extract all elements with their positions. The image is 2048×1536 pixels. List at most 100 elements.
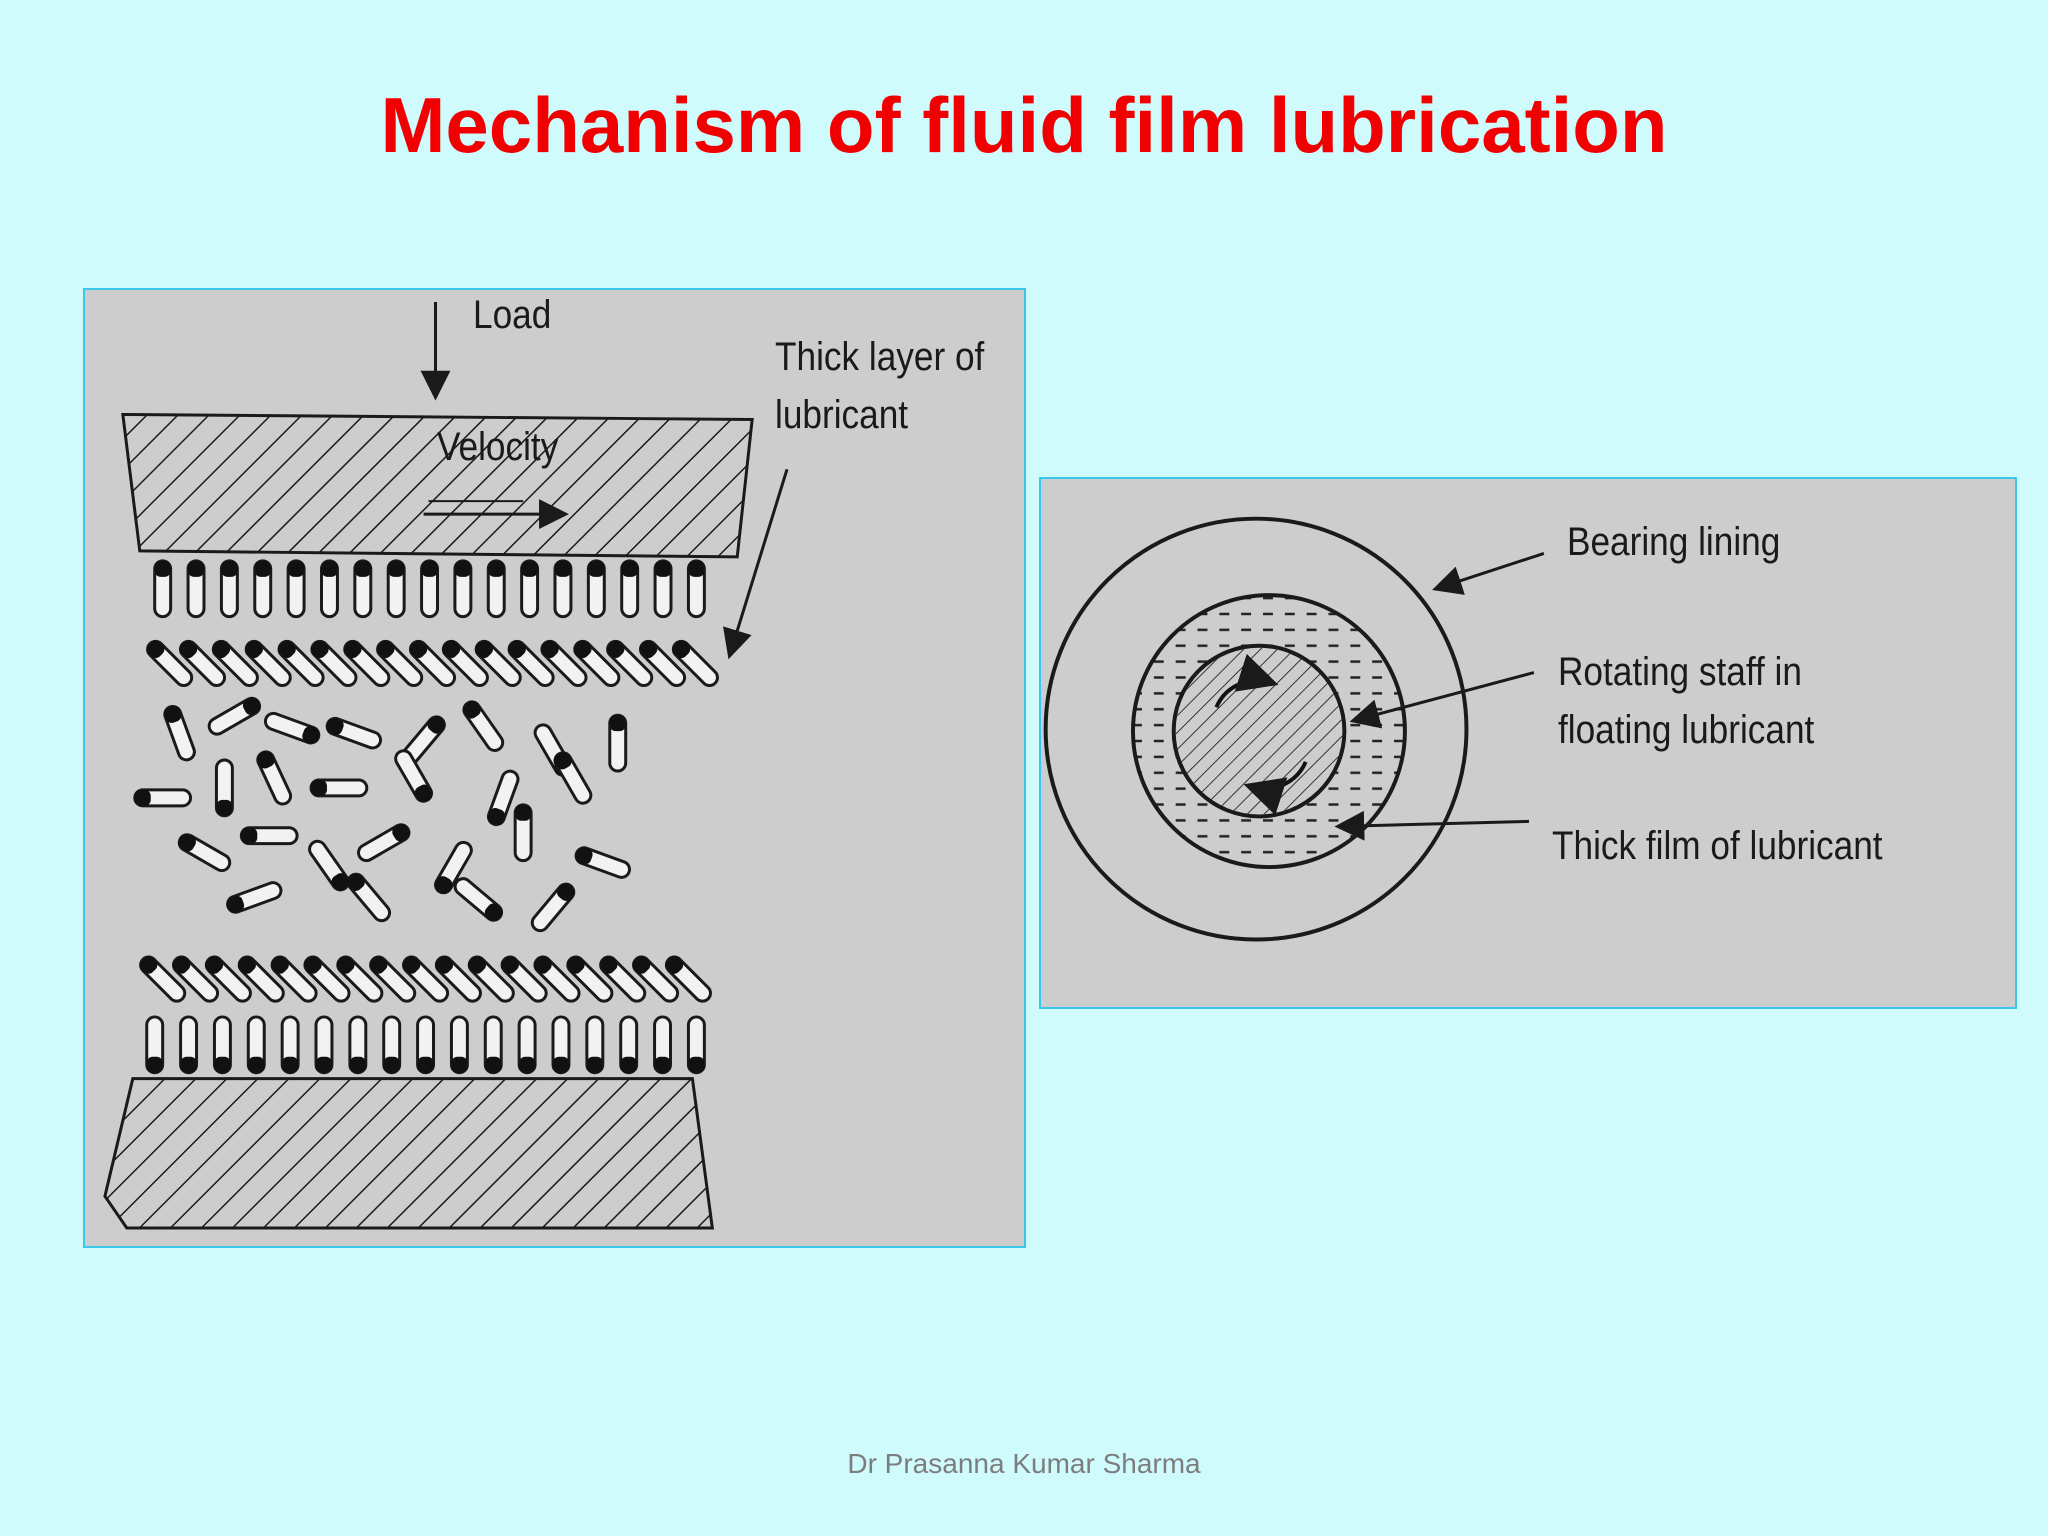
- lubricant-molecule: [325, 716, 383, 750]
- lubricant-molecule: [394, 749, 434, 803]
- lubricant-molecule: [408, 639, 457, 687]
- lubricant-molecule: [620, 559, 640, 619]
- lubricant-molecule: [483, 1015, 503, 1075]
- lubricant-molecule: [353, 559, 373, 619]
- lubricant-molecule: [163, 704, 196, 762]
- lubricant-molecule: [133, 788, 193, 808]
- lubricant-molecule: [585, 1015, 605, 1075]
- lubricant-molecule: [346, 872, 392, 923]
- lubricant-molecule: [402, 955, 450, 1003]
- lubricant-molecule: [540, 639, 588, 687]
- rotating-shaft-label-line1: Rotating staff in: [1558, 650, 1802, 694]
- lubricant-molecule: [530, 882, 576, 933]
- bearing-lining-leader: [1432, 552, 1545, 595]
- journal-bearing-drawing: [1043, 516, 1545, 942]
- lubricant-molecule: [653, 559, 673, 619]
- lubricant-molecule: [434, 840, 473, 895]
- lubricant-molecule: [520, 559, 540, 619]
- lubricant-molecule: [239, 826, 299, 846]
- lubricant-molecule: [686, 1015, 706, 1075]
- lubricant-molecule: [369, 955, 417, 1003]
- lubricant-molecule: [573, 639, 621, 687]
- lubricant-molecule: [256, 750, 293, 806]
- lubricant-molecule: [441, 639, 489, 687]
- lubricant-molecule: [653, 1015, 672, 1075]
- lubricant-molecule: [212, 1015, 232, 1075]
- upper-surface-block: [121, 412, 754, 559]
- thick-film-leader: [1334, 810, 1530, 841]
- fluid-film-drawing: [103, 301, 789, 1230]
- lubricant-molecule: [263, 711, 321, 745]
- rotating-shaft-leader: [1349, 671, 1535, 729]
- lubricant-molecule: [632, 955, 680, 1003]
- lubricant-molecule: [211, 639, 259, 687]
- lubricant-molecule: [500, 955, 548, 1003]
- lubricant-molecule: [606, 639, 654, 687]
- lubricant-molecule: [467, 955, 515, 1003]
- lubricant-molecule: [553, 559, 573, 619]
- journal-bearing-diagram: Bearing lining Rotating staff in floatin…: [1039, 477, 2017, 1009]
- rotating-shaft-label-line2: floating lubricant: [1558, 708, 1815, 752]
- lubricant-molecule: [319, 559, 339, 619]
- lubricant-molecule: [253, 559, 273, 619]
- lubricant-molecule: [153, 559, 173, 619]
- lubricant-molecule: [486, 769, 520, 827]
- lubricant-molecule: [244, 639, 292, 687]
- lubricant-molecule: [336, 955, 384, 1003]
- lubricant-molecule: [277, 639, 325, 687]
- lubricant-molecule: [619, 1015, 639, 1075]
- lubricant-molecule: [308, 839, 350, 892]
- lubricant-molecule: [462, 700, 505, 752]
- lubricant-molecule: [449, 1015, 469, 1075]
- lubricant-molecule: [507, 639, 555, 687]
- slide-title: Mechanism of fluid film lubrication: [380, 81, 1668, 169]
- lubricant-molecule: [145, 1015, 165, 1075]
- lubricant-molecule: [214, 758, 234, 818]
- lubricant-molecule: [416, 1015, 436, 1075]
- lubricant-molecule: [246, 1015, 266, 1075]
- lubricant-molecule: [186, 559, 206, 619]
- thick-layer-label-line2: lubricant: [775, 393, 909, 437]
- velocity-label: Velocity: [437, 425, 559, 469]
- lubricant-molecule: [686, 559, 706, 619]
- lubricant-molecule: [453, 559, 473, 619]
- lubricant-molecule: [178, 639, 227, 687]
- thick-layer-leader: [723, 468, 789, 660]
- lubricant-molecule: [310, 639, 358, 687]
- lubricant-molecule: [551, 1015, 571, 1075]
- lubricant-molecule: [599, 955, 647, 1003]
- lubricant-molecule: [286, 559, 306, 619]
- lubricant-molecule: [219, 559, 239, 619]
- thick-film-label: Thick film of lubricant: [1552, 824, 1883, 868]
- lubricant-molecule: [357, 823, 411, 863]
- lubricant-molecule: [608, 713, 628, 773]
- lubricant-molecule: [179, 1015, 199, 1075]
- lubricant-molecule: [574, 846, 631, 879]
- fluid-film-diagram: Load Velocity Thick layer of lubricant: [83, 288, 1026, 1248]
- lubricant-molecule: [376, 639, 424, 687]
- lubricant-molecule: [270, 955, 318, 1003]
- lubricant-molecule: [533, 955, 581, 1003]
- lower-surface-block: [103, 1077, 715, 1230]
- thick-layer-label-line1: Thick layer of: [775, 335, 985, 379]
- lubricant-molecule: [386, 559, 406, 619]
- lubricant-molecule: [204, 955, 252, 1003]
- lubricant-molecule: [586, 559, 606, 619]
- lubricant-molecule: [382, 1015, 402, 1075]
- bearing-lining-label: Bearing lining: [1567, 520, 1781, 564]
- lubricant-molecule: [517, 1015, 537, 1075]
- lubricant-molecule: [280, 1015, 300, 1075]
- lubricant-molecule: [226, 881, 283, 914]
- lubricant-molecule: [638, 639, 687, 687]
- bearing-lining-circle: [1043, 516, 1469, 942]
- lubricant-molecule: [453, 877, 504, 922]
- lubricant-molecule: [146, 639, 194, 687]
- lubricant-molecule: [566, 955, 614, 1003]
- lubricant-molecule: [420, 559, 439, 619]
- lubricant-molecule: [309, 778, 369, 798]
- lubricant-molecule: [303, 955, 351, 1003]
- lubricant-molecule: [486, 559, 506, 619]
- lubricant-molecule: [171, 955, 220, 1003]
- lubricant-molecule: [664, 955, 712, 1003]
- lubricant-molecule: [513, 803, 533, 863]
